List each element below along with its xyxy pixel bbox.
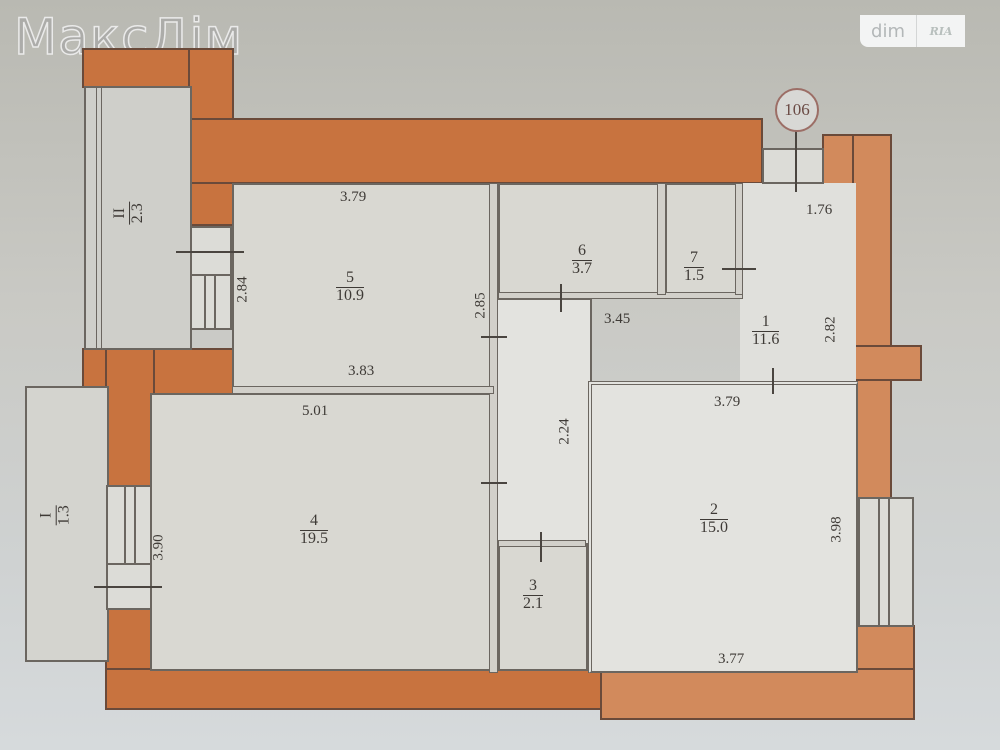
dim-kitchen-right: 2.85 <box>472 292 489 319</box>
apartment-number-marker: 106 <box>775 88 819 132</box>
door-line-living <box>94 586 162 588</box>
room-label-balcony-top: II 2.3 <box>111 201 146 225</box>
dim-kitchen-top: 3.79 <box>340 189 367 205</box>
partition-kitchen-corridor <box>489 183 498 673</box>
room-label-hallway: 1 11.6 <box>752 313 780 348</box>
door-tick-storage <box>722 268 756 270</box>
door-line-kitchen <box>176 251 244 253</box>
door-tick-corridor-1 <box>481 336 507 338</box>
window-living-balcony <box>106 485 152 610</box>
room-bedroom[interactable] <box>588 381 858 673</box>
dim-bedroom-top: 3.79 <box>714 394 741 410</box>
room-label-bedroom: 2 15.0 <box>700 501 728 536</box>
door-tick-corridor-2 <box>481 482 507 484</box>
room-label-storage: 7 1.5 <box>684 249 704 284</box>
wall-top <box>188 118 763 184</box>
door-tick-bath <box>560 284 562 312</box>
room-label-bathroom: 6 3.7 <box>572 242 592 277</box>
partition-bath-storage <box>657 183 666 295</box>
partition-bath-hall <box>498 292 743 299</box>
room-toilet[interactable] <box>498 543 588 671</box>
window-kitchen-balcony <box>190 226 232 330</box>
dim-ria-badge[interactable]: dim RIA <box>860 15 966 47</box>
room-label-balcony-left: I 1.3 <box>37 505 73 526</box>
dim-hall-partition: 3.45 <box>604 311 631 327</box>
window-bedroom <box>858 497 914 627</box>
dim-hall-top-right: 1.76 <box>806 202 833 218</box>
door-tick-bedroom <box>772 368 774 394</box>
partition-toilet <box>498 540 586 547</box>
room-label-toilet: 3 2.1 <box>523 577 543 612</box>
door-tick-toilet <box>540 532 542 562</box>
partition-kitchen-living <box>232 386 494 394</box>
wall-bottom-right <box>600 668 915 720</box>
room-label-living: 4 19.5 <box>300 512 328 547</box>
balcony-rail <box>96 88 102 350</box>
marker-line-106 <box>795 130 797 192</box>
wall-bottom <box>105 668 605 710</box>
badge-dim-text: dim <box>860 15 917 47</box>
room-hallway-fill <box>740 183 856 383</box>
room-label-kitchen: 5 10.9 <box>336 269 364 304</box>
dim-living-top: 5.01 <box>302 403 329 419</box>
dim-living-left: 3.90 <box>150 534 167 561</box>
badge-ria-logo: RIA <box>917 15 965 47</box>
dim-bedroom-right: 3.98 <box>828 516 845 543</box>
partition-storage-hall <box>735 183 743 295</box>
room-living[interactable] <box>150 393 496 671</box>
dim-hall-right: 2.82 <box>822 316 839 343</box>
entrance-door <box>762 148 824 184</box>
dim-kitchen-left: 2.84 <box>234 276 251 303</box>
balcony-left[interactable] <box>25 386 109 662</box>
wall-right-bump <box>852 345 922 381</box>
dim-bedroom-bottom: 3.77 <box>718 651 745 667</box>
dim-corridor: 2.24 <box>556 418 573 445</box>
dim-kitchen-bottom: 3.83 <box>348 363 375 379</box>
balcony-top[interactable] <box>84 86 192 350</box>
wall-right <box>852 134 892 504</box>
